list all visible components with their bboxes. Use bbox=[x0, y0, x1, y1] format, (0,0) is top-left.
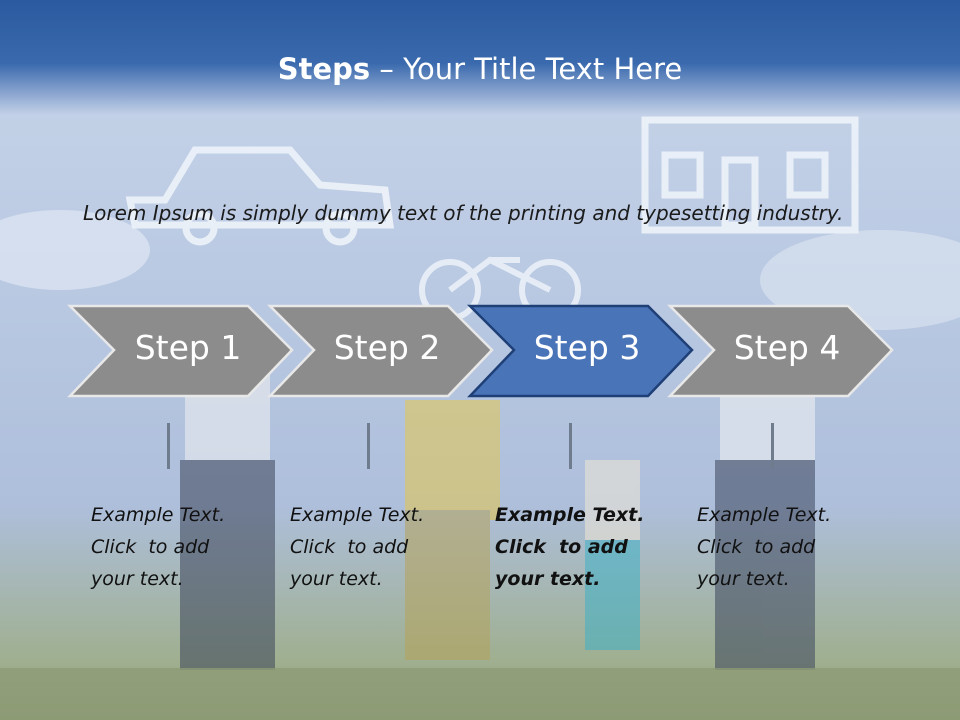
step-1-line-1: Example Text. bbox=[91, 504, 226, 526]
step-2-label: Step 2 bbox=[333, 328, 441, 367]
title-rest: – Your Title Text Here bbox=[370, 52, 683, 86]
step-2-line-2: Click to add bbox=[290, 536, 409, 558]
step-4-line-3: your text. bbox=[697, 568, 790, 590]
step-3-text[interactable]: Example Text. Click to add your text. bbox=[495, 499, 665, 595]
step-2-text[interactable]: Example Text. Click to add your text. bbox=[290, 499, 460, 595]
step-3-line-3: your text. bbox=[495, 568, 601, 590]
step-4-line-2: Click to add bbox=[697, 536, 816, 558]
connector-line-4 bbox=[771, 423, 774, 469]
step-1-text[interactable]: Example Text. Click to add your text. bbox=[91, 499, 261, 595]
step-3-line-1: Example Text. bbox=[495, 504, 645, 526]
cloud-car-icon bbox=[125, 146, 395, 246]
step-1-label: Step 1 bbox=[134, 328, 242, 367]
step-2-line-1: Example Text. bbox=[290, 504, 425, 526]
connector-line-1 bbox=[167, 423, 170, 469]
chevron-step-4[interactable] bbox=[666, 304, 894, 398]
intro-text[interactable]: Lorem Ipsum is simply dummy text of the … bbox=[83, 201, 844, 225]
step-2-line-3: your text. bbox=[290, 568, 383, 590]
step-3-line-2: Click to add bbox=[495, 536, 628, 558]
step-4-text[interactable]: Example Text. Click to add your text. bbox=[697, 499, 867, 595]
step-4-label: Step 4 bbox=[733, 328, 841, 367]
step-1-line-2: Click to add bbox=[91, 536, 210, 558]
title-band bbox=[0, 0, 960, 115]
connector-line-2 bbox=[367, 423, 370, 469]
step-3-label: Step 3 bbox=[533, 328, 641, 367]
connector-line-3 bbox=[569, 423, 572, 469]
step-1-line-3: your text. bbox=[91, 568, 184, 590]
title-bold: Steps bbox=[277, 52, 371, 86]
cloud-house-icon bbox=[641, 116, 859, 234]
step-4-line-1: Example Text. bbox=[697, 504, 832, 526]
chevron-step-1[interactable] bbox=[66, 304, 294, 398]
chevron-step-2[interactable] bbox=[266, 304, 494, 398]
slide-title[interactable]: Steps – Your Title Text Here bbox=[0, 52, 960, 86]
chevron-step-3[interactable] bbox=[466, 304, 694, 398]
